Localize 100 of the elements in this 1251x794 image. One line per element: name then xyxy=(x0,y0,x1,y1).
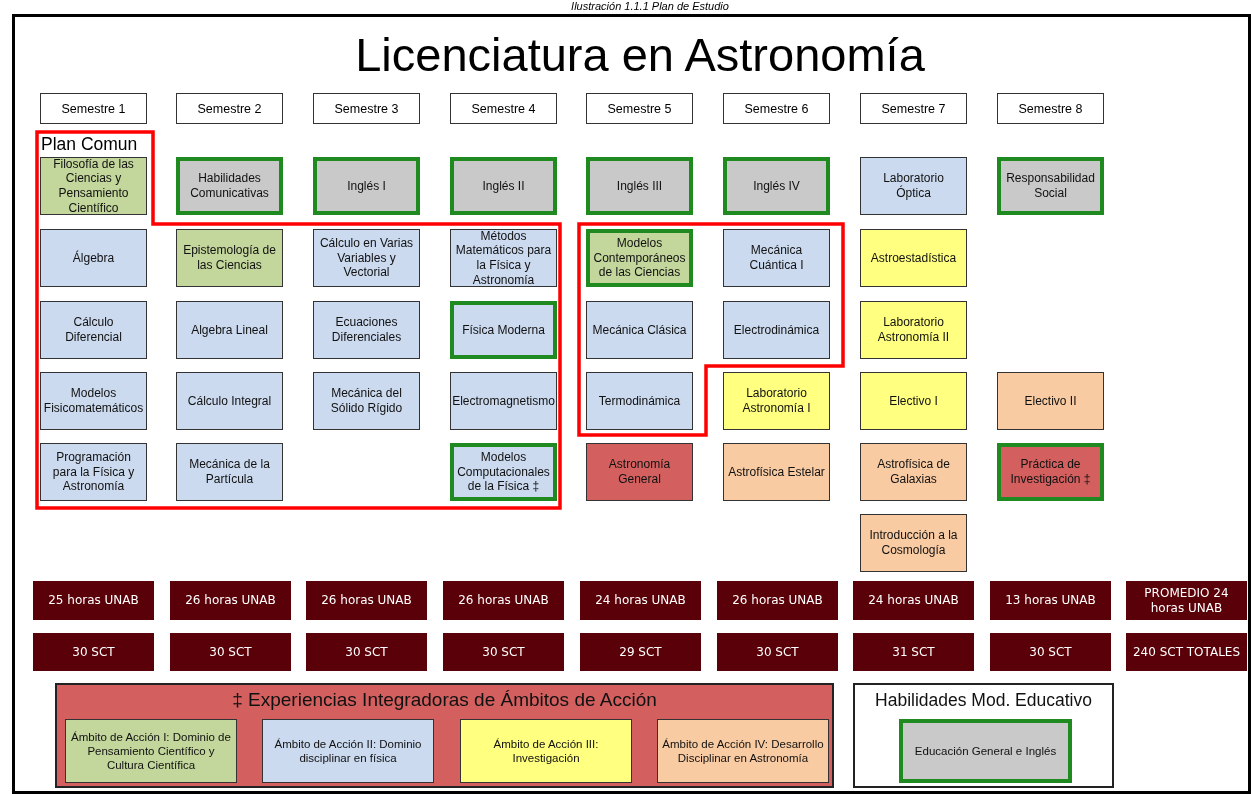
credit-label: 30 SCT xyxy=(72,644,115,660)
semester-header xyxy=(450,93,557,124)
credit-box xyxy=(853,633,974,671)
course-name: Modelos Computacionales de la Física ‡ xyxy=(457,450,550,494)
course-name: Epistemología de las Ciencias xyxy=(182,243,277,273)
course-name: Mecánica Clásica xyxy=(592,322,687,338)
course-name: Mecánica del Sólido Rígido xyxy=(329,386,404,416)
semester-header xyxy=(997,93,1104,124)
credit-box xyxy=(170,633,291,671)
credit-box xyxy=(33,633,154,671)
course-box xyxy=(450,443,557,501)
credit-box xyxy=(1126,581,1247,620)
course-name: Programación para la Física y Astronomía xyxy=(51,450,136,494)
semester-header xyxy=(860,93,967,124)
course-box xyxy=(860,514,967,572)
course-box xyxy=(176,157,283,215)
course-name: Habilidades Comunicativas xyxy=(189,171,270,201)
area-name: Ámbito de Acción III: Investigación xyxy=(492,737,600,765)
credit-box xyxy=(33,581,154,620)
area-name: Educación General e Inglés xyxy=(914,744,1057,758)
course-name: Termodinámica xyxy=(598,393,681,409)
semester-label: Semestre 4 xyxy=(471,101,536,116)
semester-header xyxy=(40,93,147,124)
course-box xyxy=(450,301,557,359)
course-box xyxy=(586,372,693,430)
diagram-title: Licenciatura en Astronomía xyxy=(354,27,926,83)
semester-header xyxy=(176,93,283,124)
credit-label: 30 SCT xyxy=(1029,644,1072,660)
semester-label: Semestre 5 xyxy=(607,101,672,116)
course-name: Electivo II xyxy=(1024,393,1077,409)
course-box xyxy=(176,443,283,501)
area-box xyxy=(899,719,1072,783)
semester-label: Semestre 1 xyxy=(61,101,126,116)
credit-label: 31 SCT xyxy=(892,644,935,660)
credit-box xyxy=(443,581,564,620)
course-box xyxy=(313,372,420,430)
region-label: Plan Comun xyxy=(41,134,138,154)
course-name: Electromagnetismo xyxy=(452,393,555,409)
credit-box xyxy=(306,633,427,671)
credit-label: 240 SCT TOTALES xyxy=(1132,644,1241,660)
course-box xyxy=(313,157,420,215)
credit-label: 30 SCT xyxy=(482,644,525,660)
credit-box xyxy=(990,581,1111,620)
course-name: Cálculo Diferencial xyxy=(64,315,123,345)
course-box xyxy=(860,229,967,287)
credit-box xyxy=(580,581,701,620)
course-box xyxy=(40,157,147,215)
group-panel xyxy=(55,683,834,788)
course-name: Astronomía General xyxy=(607,457,672,487)
credit-label: 30 SCT xyxy=(345,644,388,660)
credit-label: PROMEDIO 24 horas UNAB xyxy=(1143,586,1230,615)
course-box xyxy=(586,443,693,501)
credit-box xyxy=(443,633,564,671)
course-box xyxy=(860,301,967,359)
course-name: Inglés I xyxy=(347,178,386,194)
course-name: Física Moderna xyxy=(462,322,545,338)
credit-label: 26 horas UNAB xyxy=(732,593,823,608)
area-box xyxy=(460,719,632,783)
credit-box xyxy=(170,581,291,620)
course-box xyxy=(723,301,830,359)
course-name: Inglés IV xyxy=(753,178,800,194)
course-box xyxy=(40,301,147,359)
course-name: Electrodinámica xyxy=(733,322,820,338)
course-box xyxy=(450,157,557,215)
course-name: Álgebra xyxy=(72,250,115,266)
course-box xyxy=(723,229,830,287)
course-name: Astroestadística xyxy=(870,250,957,266)
area-box xyxy=(262,719,434,783)
credit-label: 24 horas UNAB xyxy=(595,593,686,608)
credit-box xyxy=(853,581,974,620)
course-name: Práctica de Investigación ‡ xyxy=(1009,457,1092,487)
course-name: Responsabilidad Social xyxy=(1005,171,1096,201)
course-name: Laboratorio Astronomía II xyxy=(876,315,951,345)
course-name: Inglés III xyxy=(616,178,663,194)
course-box xyxy=(176,301,283,359)
credit-label: 30 SCT xyxy=(756,644,799,660)
course-box xyxy=(313,301,420,359)
course-box xyxy=(997,443,1104,501)
area-name: Ámbito de Acción IV: Desarrollo Disciplinar en Astronomía xyxy=(662,737,824,765)
course-box xyxy=(40,443,147,501)
group-title: ‡ Experiencias Integradoras de Ámbitos de Acción xyxy=(231,688,658,712)
course-box xyxy=(450,372,557,430)
course-box xyxy=(40,372,147,430)
course-name: Laboratorio Astronomía I xyxy=(741,386,812,416)
course-name: Filosofía de las Ciencias y Pensamiento Científico xyxy=(52,156,135,216)
course-box xyxy=(860,372,967,430)
credit-box xyxy=(717,633,838,671)
credit-box xyxy=(1126,633,1247,671)
group-panel xyxy=(853,683,1114,788)
course-box xyxy=(586,229,693,287)
course-name: Astrofísica Estelar xyxy=(728,464,825,480)
area-name: Ámbito de Acción I: Dominio de Pensamiento Científico y Cultura Científica xyxy=(70,729,232,772)
credit-box xyxy=(717,581,838,620)
credit-label: 26 horas UNAB xyxy=(458,593,549,608)
course-box xyxy=(586,301,693,359)
credit-label: 26 horas UNAB xyxy=(185,593,276,608)
course-name: Ecuaciones Diferenciales xyxy=(330,315,403,345)
semester-header xyxy=(313,93,420,124)
course-box xyxy=(723,443,830,501)
course-name: Algebra Lineal xyxy=(191,322,268,338)
